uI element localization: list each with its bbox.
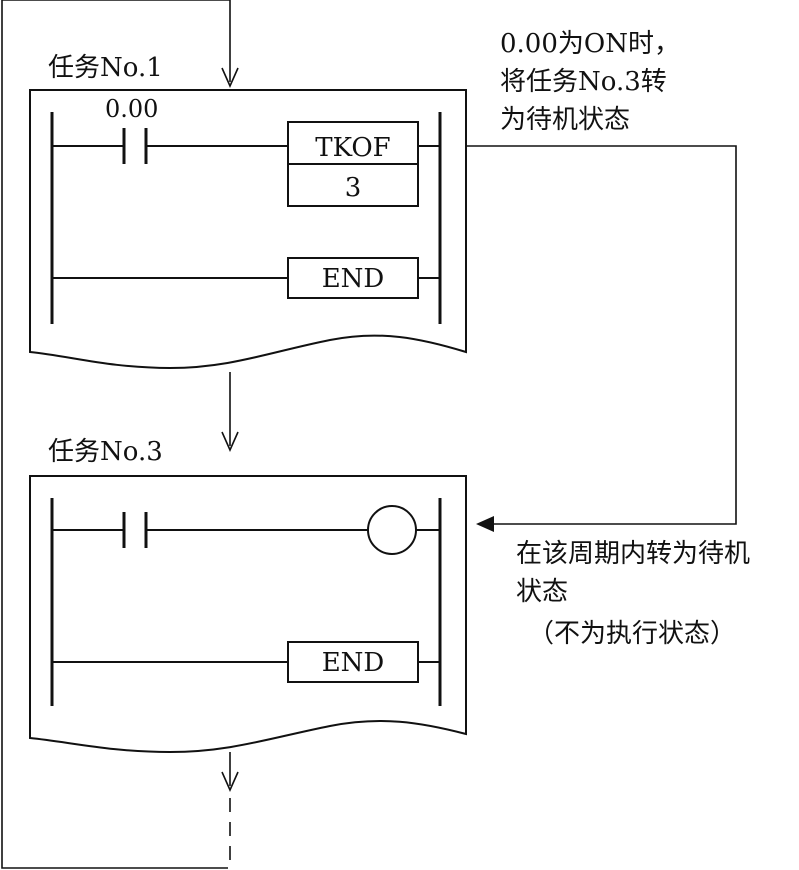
tkof-instruction-box: TKOF 3 <box>287 121 440 207</box>
note-bottom-line2: 状态 <box>516 577 568 607</box>
flow-arrow-middle <box>221 372 239 452</box>
task3-no-contact <box>52 512 368 548</box>
task3-end-label: END <box>322 648 385 678</box>
note-top-line1: 0.00为ON时， <box>500 29 680 59</box>
task1-no-contact <box>52 128 288 164</box>
task1-contact-label: 0.00 <box>105 95 158 123</box>
note-top-line3: 为待机状态 <box>500 105 630 135</box>
task1-end-label: END <box>322 264 385 294</box>
note-bottom-line1: 在该周期内转为待机 <box>516 539 750 569</box>
tkof-label: TKOF <box>315 133 390 163</box>
task1-frame <box>29 89 467 370</box>
tkof-operand: 3 <box>345 173 362 203</box>
task1-title: 任务No.1 <box>48 53 163 83</box>
note-top-line2: 将任务No.3转 <box>500 67 667 97</box>
scan-loop-line <box>1 0 239 869</box>
output-coil <box>367 505 440 555</box>
tkof-connector-line <box>466 145 737 532</box>
task3-title: 任务No.3 <box>48 437 163 467</box>
task3-end-rung: END <box>52 641 440 683</box>
task1-end-rung: END <box>52 257 440 299</box>
note-bottom-line3: （不为执行状态） <box>528 619 736 649</box>
flow-arrow-bottom <box>221 752 239 868</box>
task3-frame <box>29 475 467 754</box>
